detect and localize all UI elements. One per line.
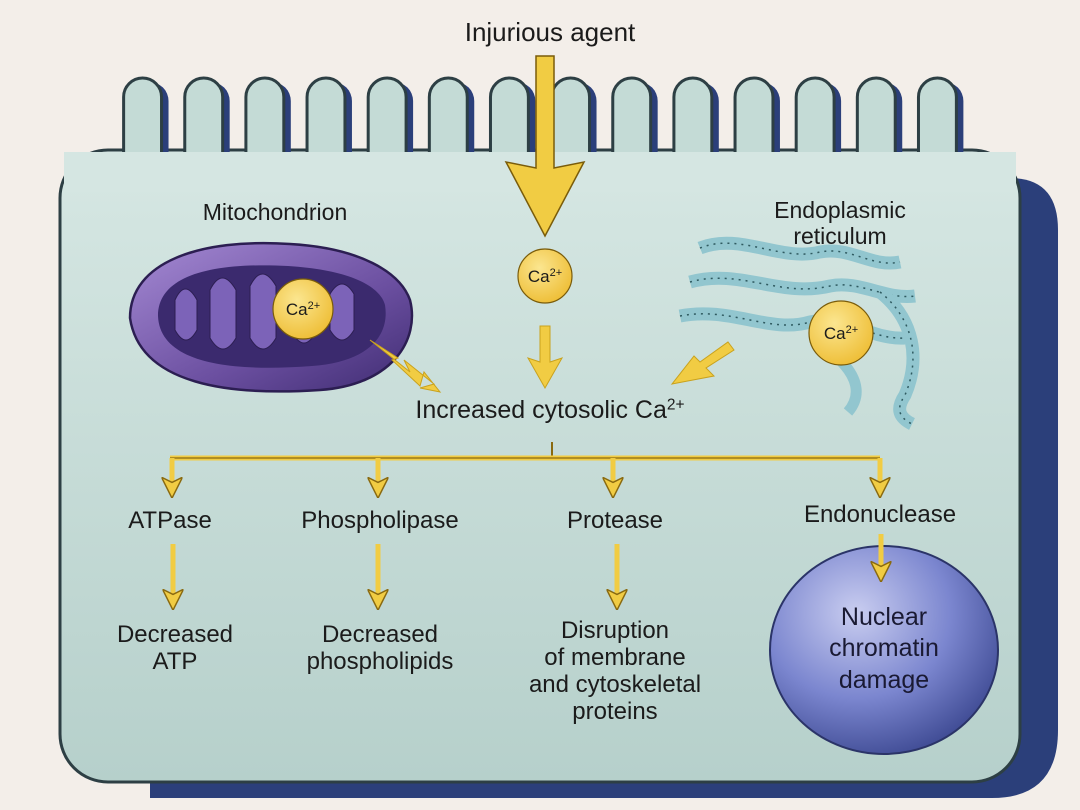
- effect-membrane-line-4: proteins: [572, 697, 658, 725]
- enzyme-endonuclease: Endonuclease: [803, 501, 957, 528]
- effect-arrows: [173, 534, 881, 606]
- effect-nuclear-line-3: damage: [838, 665, 930, 694]
- microvilli: [64, 76, 1016, 192]
- effect-decreased-phospholipids: Decreased phospholipids: [270, 621, 490, 676]
- er-label-line-1: Endoplasmic: [774, 197, 906, 223]
- effect-nuclear-damage: Nuclear chromatin damage: [784, 602, 984, 696]
- er-label-line-2: reticulum: [793, 222, 887, 249]
- svg-text:Ca2+: Ca2+: [286, 300, 320, 319]
- effect-phospholipids-line-1: Decreased: [321, 621, 439, 648]
- calcium-release-arrows: [369, 325, 735, 393]
- mitochondrion-label: Mitochondrion: [202, 199, 348, 225]
- effect-membrane-line-3: and cytoskeletal: [528, 670, 702, 698]
- effect-decreased-atp: Decreased ATP: [80, 621, 270, 676]
- nucleus-drawing: [769, 545, 999, 755]
- er-drawing: [678, 236, 920, 430]
- effect-atp-line-2: ATP: [152, 647, 198, 675]
- svg-text:Ca2+: Ca2+: [824, 324, 858, 343]
- effect-nuclear-line-2: chromatin: [829, 634, 939, 663]
- enzyme-phospholipase: Phospholipase: [301, 507, 459, 534]
- central-label: Increased cytosolic Ca2+: [340, 396, 760, 424]
- er-label: Endoplasmic reticulum: [720, 197, 960, 250]
- enzyme-protease: Protease: [566, 507, 664, 534]
- injurious-agent-arrow: [504, 55, 586, 238]
- branch-arrows: [172, 458, 880, 494]
- effect-membrane-line-2: of membrane: [544, 643, 686, 671]
- effect-nuclear-line-1: Nuclear: [840, 603, 928, 631]
- calcium-circles: Ca2+ Ca2+ Ca2+: [272, 248, 874, 366]
- injurious-agent-label: Injurious agent: [464, 17, 636, 47]
- effect-membrane-line-1: Disruption: [560, 617, 670, 644]
- effect-phospholipids-line-2: phospholipids: [306, 647, 454, 675]
- effect-atp-line-1: Decreased: [116, 621, 234, 648]
- central-label-charge: 2+: [666, 396, 685, 414]
- enzyme-atpase: ATPase: [128, 507, 212, 534]
- svg-text:Ca2+: Ca2+: [528, 267, 562, 286]
- effect-membrane-disruption: Disruption of membrane and cytoskeletal …: [490, 617, 740, 726]
- mitochondrion-drawing: [128, 241, 414, 393]
- branch-lines: [170, 442, 880, 461]
- central-label-text: Increased cytosolic Ca: [415, 396, 667, 424]
